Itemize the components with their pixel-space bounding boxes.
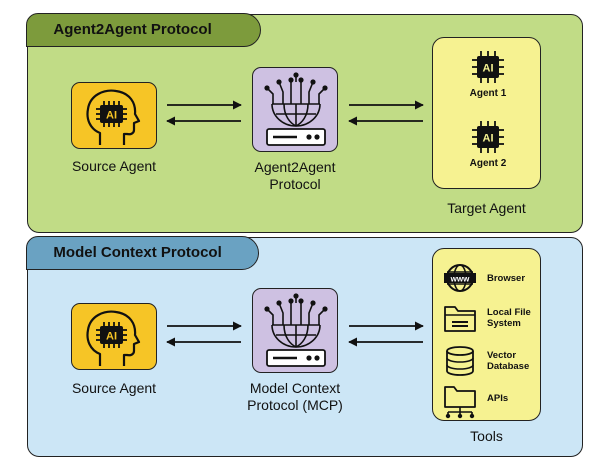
head-chip-text: AI: [106, 331, 117, 343]
mcp-protocol-caption-line1: Model Context: [249, 380, 341, 396]
mcp-panel: Model Context Protocol AI Source Agent: [26, 236, 583, 457]
mcp-left-arrows: [166, 321, 242, 347]
a2a-target-agents-box: AI Agent 1 AI Agent 2: [432, 37, 541, 189]
a2a-panel: Agent2Agent Protocol AI Source Agent: [26, 13, 583, 233]
globe-icon: www: [444, 264, 476, 292]
a2a-right-arrows: [348, 100, 424, 126]
a2a-protocol-box: [252, 67, 338, 152]
a2a-protocol-caption: Agent2Agent Protocol: [234, 159, 356, 193]
mcp-right-arrows: [348, 321, 424, 347]
mcp-protocol-box: [252, 288, 338, 373]
network-router-icon: [264, 293, 328, 367]
agent1-chip-text: AI: [483, 63, 494, 75]
a2a-tab-title: Agent2Agent Protocol: [26, 13, 262, 48]
mcp-protocol-caption-line2: Protocol (MCP): [247, 397, 343, 413]
a2a-left-arrows: [166, 100, 242, 126]
mcp-tab-title: Model Context Protocol: [26, 236, 260, 271]
folder-file-icon: [444, 306, 476, 332]
ai-head-icon: AI: [86, 310, 141, 366]
ai-head-icon: AI: [86, 89, 141, 145]
mcp-protocol-caption: Model Context Protocol (MCP): [228, 380, 362, 414]
tool-browser-label: Browser: [487, 273, 526, 284]
agent1-label: Agent 1: [469, 88, 507, 99]
database-icon: [446, 346, 474, 376]
agent2-label: Agent 2: [469, 158, 507, 169]
globe-icon-text: www: [450, 275, 470, 284]
ai-chip-icon: AI: [472, 51, 504, 83]
api-folder-icon: [444, 386, 476, 419]
a2a-target-caption: Target Agent: [447, 200, 526, 216]
a2a-source-agent-box: AI: [71, 82, 157, 149]
mcp-source-caption: Source Agent: [71, 380, 157, 396]
tool-apis-label: APIs: [487, 393, 509, 404]
head-chip-text: AI: [106, 110, 117, 122]
tool-vector-database-label: Vector Database: [487, 350, 530, 372]
network-router-icon: [264, 72, 328, 146]
a2a-protocol-caption-line1: Agent2Agent: [254, 159, 336, 175]
a2a-source-caption: Source Agent: [71, 158, 157, 174]
tool-local-file-system-label: Local File System: [487, 307, 531, 329]
mcp-source-agent-box: AI: [71, 303, 157, 370]
agent2-chip-text: AI: [483, 133, 494, 145]
mcp-tools-box: www Browser Local File System Vector Dat…: [432, 248, 541, 421]
a2a-protocol-caption-line2: Protocol: [269, 176, 321, 192]
mcp-tools-caption: Tools: [470, 428, 503, 444]
ai-chip-icon: AI: [472, 121, 504, 153]
